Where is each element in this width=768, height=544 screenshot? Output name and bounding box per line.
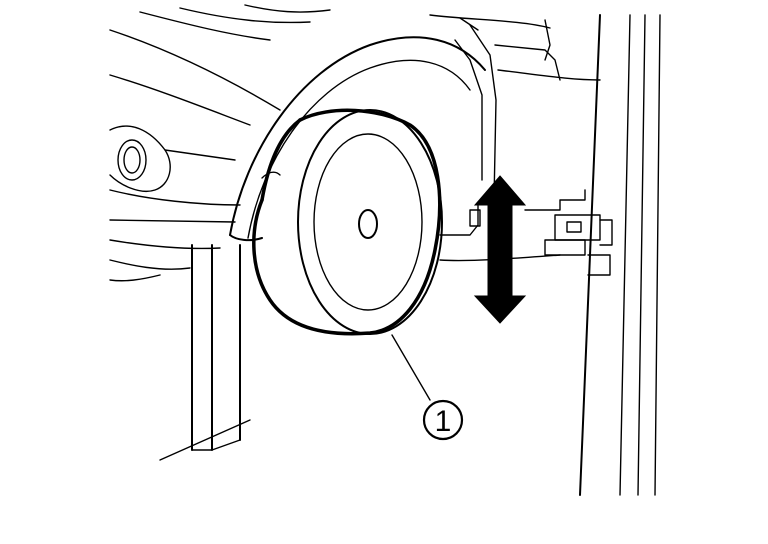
callout-1: 1 [391,334,464,441]
callout-number: 1 [435,405,452,438]
wheel-arch [229,17,497,242]
fog-lamp [109,125,241,223]
lift-post [159,244,251,461]
fender-body-lines [109,4,551,126]
bumper-lower [109,239,221,282]
up-down-double-arrow-icon [473,175,527,324]
callout-circle [422,399,464,441]
lift-column [579,14,661,496]
tire [252,108,443,336]
lift-arm [439,44,613,276]
